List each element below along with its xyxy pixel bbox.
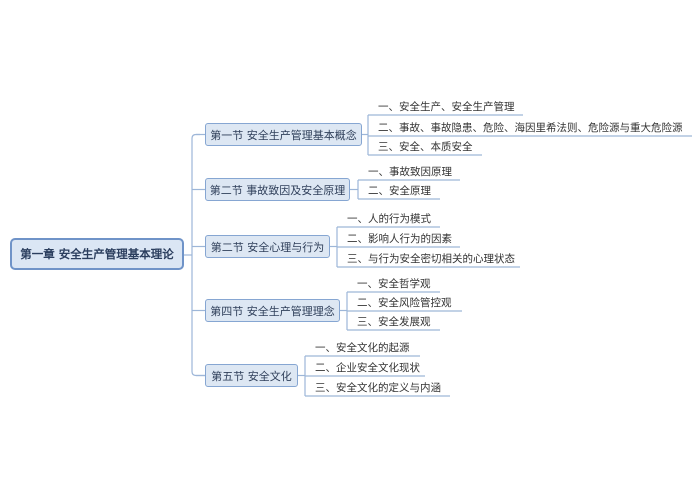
topic-item[interactable]: 一、安全哲学观 xyxy=(357,278,431,290)
topic-item[interactable]: 二、事故、事故隐患、危险、海因里希法则、危险源与重大危险源 xyxy=(378,122,683,134)
section-node[interactable]: 第二节 安全心理与行为 xyxy=(205,235,330,258)
topic-item[interactable]: 三、安全发展观 xyxy=(357,316,431,328)
section-node[interactable]: 第一节 安全生产管理基本概念 xyxy=(205,123,362,146)
topic-item[interactable]: 三、安全文化的定义与内涵 xyxy=(315,382,441,394)
topic-item[interactable]: 一、安全文化的起源 xyxy=(315,342,410,354)
root-node[interactable]: 第一章 安全生产管理基本理论 xyxy=(10,238,184,270)
topic-item[interactable]: 二、影响人行为的因素 xyxy=(347,233,452,245)
section-node[interactable]: 第五节 安全文化 xyxy=(205,364,298,387)
topic-item[interactable]: 二、安全风险管控观 xyxy=(357,297,452,309)
topic-item[interactable]: 二、企业安全文化现状 xyxy=(315,362,420,374)
topic-item[interactable]: 三、安全、本质安全 xyxy=(378,141,473,153)
section-node[interactable]: 第二节 事故致因及安全原理 xyxy=(205,178,350,201)
topic-item[interactable]: 一、安全生产、安全生产管理 xyxy=(378,101,515,113)
topic-item[interactable]: 二、安全原理 xyxy=(368,185,431,197)
section-node[interactable]: 第四节 安全生产管理理念 xyxy=(205,299,340,322)
topic-item[interactable]: 一、人的行为模式 xyxy=(347,213,431,225)
topic-item[interactable]: 三、与行为安全密切相关的心理状态 xyxy=(347,253,515,265)
topic-item[interactable]: 一、事故致因原理 xyxy=(368,166,452,178)
trunk-line xyxy=(191,133,205,377)
